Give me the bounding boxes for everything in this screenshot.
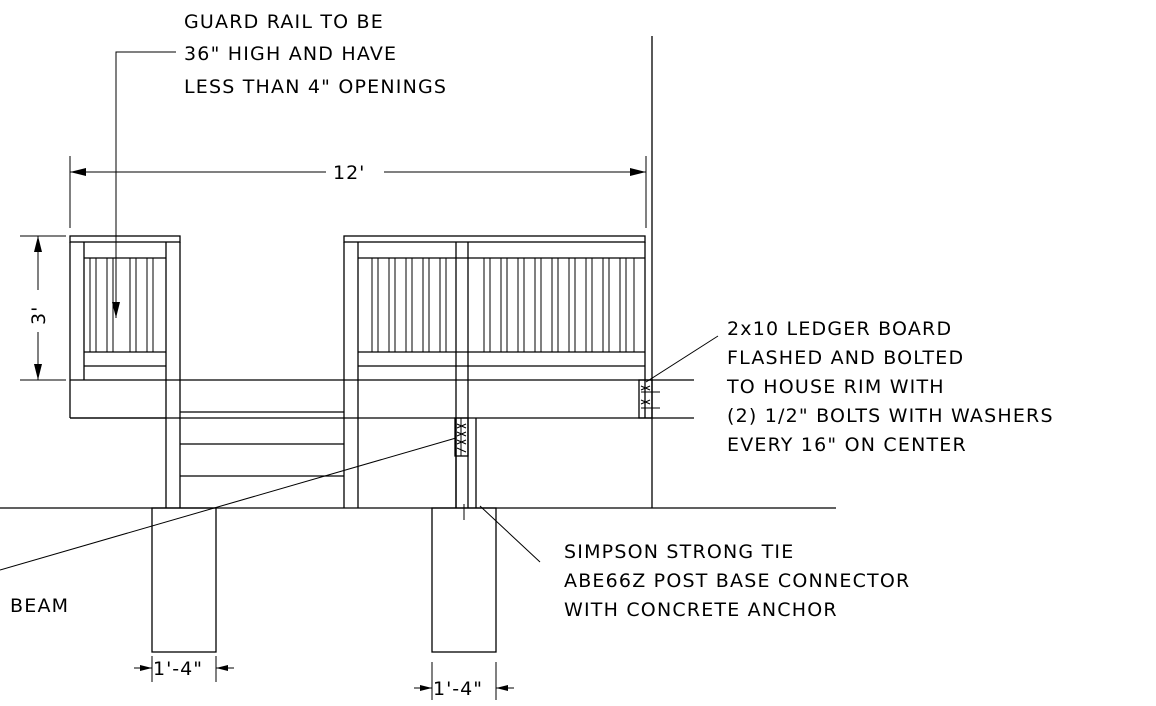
leaders (0, 51, 719, 571)
stair-treads (180, 411, 344, 477)
deck-frame (70, 36, 694, 508)
stair-guard-left (69, 235, 181, 508)
note-simpson-line: SIMPSON STRONG TIE (564, 541, 794, 563)
dimension-rail-height-label: 3' (28, 306, 50, 325)
dimension-footing-right-label: 1'-4" (433, 678, 483, 700)
dimension-width-label: 12' (333, 162, 365, 184)
note-ledger-line: FLASHED AND BOLTED (727, 347, 964, 369)
dimension-width: 12' (69, 156, 647, 228)
note-guard-rail-line: LESS THAN 4" OPENINGS (184, 76, 447, 98)
note-ledger-line: 2x10 LEDGER BOARD (727, 318, 952, 340)
note-simpson: SIMPSON STRONG TIE ABE66Z POST BASE CONN… (564, 541, 910, 621)
note-simpson-line: ABE66Z POST BASE CONNECTOR (564, 570, 910, 592)
note-guard-rail-line: GUARD RAIL TO BE (184, 11, 384, 33)
note-ledger: 2x10 LEDGER BOARD FLASHED AND BOLTED TO … (726, 318, 1054, 456)
right-balusters-b (483, 258, 635, 352)
left-guard-top-rail (69, 235, 181, 243)
simpson-leader (479, 505, 541, 563)
footing-left (151, 507, 217, 653)
deck-guard-right (343, 235, 646, 520)
note-guard-rail: GUARD RAIL TO BE 36" HIGH AND HAVE LESS … (184, 11, 447, 98)
footing-right (431, 507, 497, 653)
right-balusters-a (371, 258, 447, 352)
dimension-footing-left-label: 1'-4" (153, 658, 203, 680)
note-ledger-line: TO HOUSE RIM WITH (726, 376, 945, 398)
right-guard-top-rail (343, 235, 646, 243)
left-balusters (89, 258, 154, 352)
beam-leader (0, 437, 457, 571)
beam-section (454, 417, 469, 457)
ledger-board (638, 379, 660, 419)
ledger-leader (645, 335, 719, 383)
guard-rail-leader (115, 51, 176, 318)
dimension-footing-right: 1'-4" (414, 662, 514, 700)
note-ledger-line: EVERY 16" ON CENTER (727, 434, 967, 456)
dimension-footing-left: 1'-4" (134, 656, 234, 682)
note-ledger-line: (2) 1/2" BOLTS WITH WASHERS (727, 405, 1054, 427)
dimension-rail-height: 3' (20, 235, 66, 381)
note-beam: BEAM (10, 595, 69, 617)
note-guard-rail-line: 36" HIGH AND HAVE (184, 43, 397, 65)
note-simpson-line: WITH CONCRETE ANCHOR (564, 599, 838, 621)
